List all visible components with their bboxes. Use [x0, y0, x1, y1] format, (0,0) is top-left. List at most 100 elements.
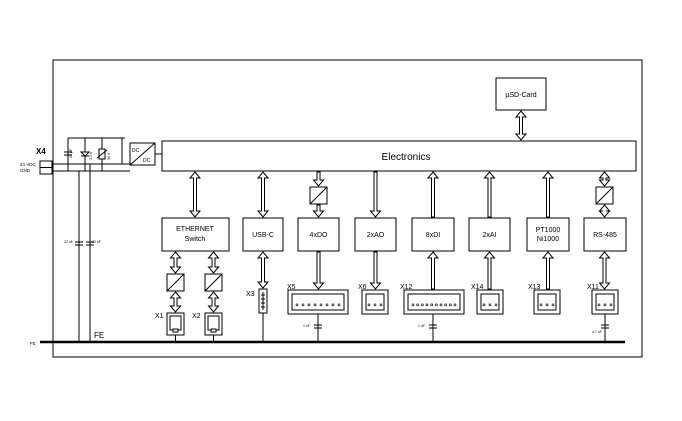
x12-capacitor: 1 nF — [418, 324, 437, 329]
eth2-arrow-top — [207, 251, 220, 274]
ethernet-switch-label-1: ETHERNET — [176, 226, 214, 233]
usb-arrow — [256, 171, 270, 218]
ethernet-switch-label-2: Switch — [185, 236, 206, 243]
x1-rj45-connector: X1 — [155, 312, 185, 336]
pt1000-block — [526, 217, 570, 252]
rs485-arrow-top — [598, 171, 611, 187]
terminal-pin — [453, 303, 457, 307]
terminal-pin — [551, 303, 555, 307]
terminal-pin — [421, 303, 424, 307]
eth2-arrow-bottom — [207, 291, 220, 313]
di-arrow — [426, 171, 440, 218]
electronics-block — [161, 140, 637, 172]
x11-label: X11 — [587, 284, 599, 291]
terminal-pin — [482, 303, 486, 307]
ni1000-label: Ni1000 — [537, 236, 559, 243]
ao-arrow — [369, 171, 382, 218]
electronics-label: Electronics — [382, 152, 431, 163]
terminal-pin — [609, 303, 613, 307]
x11-capacitor: 4.7 nF — [592, 324, 609, 334]
terminal-pin — [373, 303, 377, 307]
terminal-pin — [430, 303, 433, 307]
pt1000-label: PT1000 — [536, 227, 561, 234]
x3-label: X3 — [246, 291, 255, 298]
sd-card-label: µSD-Card — [505, 92, 536, 99]
fe-ground-bus: FE FE — [30, 331, 625, 346]
di-label: 8xDI — [426, 232, 440, 239]
x13-label: X13 — [528, 284, 541, 291]
do-label: 4xDO — [310, 232, 328, 239]
svg-text:DC: DC — [143, 158, 151, 164]
terminal-pin — [444, 303, 447, 307]
do-arrow-top — [312, 171, 325, 187]
ao-block — [354, 217, 397, 252]
terminal-pin — [325, 303, 329, 307]
terminal-pin — [411, 303, 415, 307]
isolator-do — [309, 186, 328, 205]
usb-c-label: USB-C — [252, 232, 274, 239]
svg-text:1 nF: 1 nF — [418, 324, 425, 328]
terminal-pin — [319, 303, 323, 307]
ai-in-arrow — [483, 251, 496, 290]
x13-terminal-block: X13 — [528, 284, 561, 315]
terminal-pin — [494, 303, 498, 307]
eth1-arrow-top — [169, 251, 182, 274]
varistor-icon: 30 V — [96, 148, 111, 160]
terminal-pin — [301, 303, 305, 307]
terminal-pin — [295, 303, 299, 307]
terminal-pin — [545, 303, 549, 307]
ai-arrow — [483, 171, 496, 218]
x2-label: X2 — [192, 313, 201, 320]
eth1-arrow-bottom — [169, 291, 182, 313]
pt1000-arrow — [541, 171, 555, 218]
terminal-pin — [367, 303, 371, 307]
ethernet-arrow — [188, 171, 202, 218]
fe-capacitor-1: 22 nF — [64, 240, 83, 246]
sd-card-arrow — [514, 110, 528, 141]
terminal-pin — [597, 303, 601, 307]
x14-terminal-block: X14 — [471, 284, 504, 315]
usb-arrow-bottom — [256, 251, 270, 289]
input-capacitor: 22 µF — [64, 149, 73, 158]
gnd-label: GND — [20, 168, 31, 173]
isolator-rs485 — [595, 186, 614, 205]
svg-text:DC: DC — [132, 148, 140, 154]
ai-label: 2xAI — [482, 232, 496, 239]
isolator-eth1 — [166, 273, 185, 292]
terminal-pin — [313, 303, 317, 307]
terminal-pin — [307, 303, 311, 307]
terminal-pin — [439, 303, 443, 307]
x14-label: X14 — [471, 284, 484, 291]
rs485-out-arrow — [598, 251, 611, 290]
ethernet-switch-block — [161, 217, 230, 252]
ao-out-arrow — [369, 251, 382, 290]
svg-text:1 nF: 1 nF — [303, 324, 310, 328]
rs485-label: RS-485 — [593, 232, 617, 239]
x6-terminal-block: X6 — [358, 284, 389, 315]
fe-capacitor-2: 22 nF — [86, 240, 101, 246]
x5-capacitor: 1 nF — [303, 324, 322, 329]
x12-label: X12 — [400, 284, 413, 291]
terminal-pin — [416, 303, 419, 307]
tvs-diode-icon: 3.3 V — [79, 151, 93, 160]
do-out-arrow — [312, 251, 325, 290]
svg-text:22 nF: 22 nF — [92, 240, 101, 244]
fe-bus-label: FE — [94, 331, 104, 340]
terminal-pin — [425, 303, 429, 307]
fe-terminal-label: FE — [30, 341, 36, 346]
svg-text:4.7 nF: 4.7 nF — [592, 330, 602, 334]
svg-text:22 nF: 22 nF — [64, 240, 73, 244]
terminal-pin — [337, 303, 341, 307]
terminal-pin — [488, 303, 492, 307]
terminal-pin — [449, 303, 452, 307]
di-block — [411, 217, 455, 252]
svg-text:30 V: 30 V — [107, 152, 111, 160]
x1-label: X1 — [155, 313, 164, 320]
power-input: X4 24 VDC GND 22 µF 3.3 V 30 V — [20, 137, 162, 342]
pt1000-in-arrow — [541, 251, 555, 290]
x5-label: X5 — [287, 284, 296, 291]
x12-terminal-block: X12 — [400, 284, 465, 315]
sd-card-block — [495, 77, 547, 111]
bus-arrows — [169, 110, 611, 313]
ai-block — [468, 217, 511, 252]
